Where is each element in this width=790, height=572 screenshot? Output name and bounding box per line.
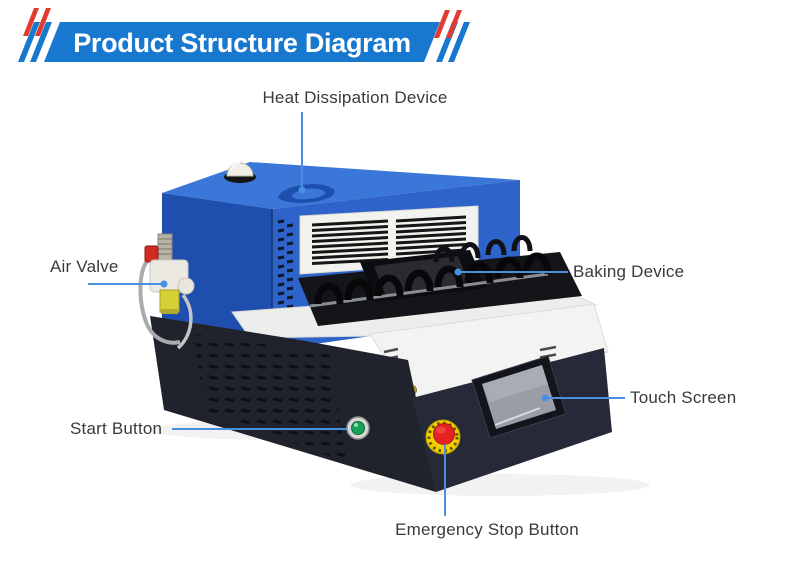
red-slash-left-2 bbox=[35, 8, 51, 36]
leader-dot-touch bbox=[541, 394, 549, 402]
knurl-lines bbox=[158, 238, 172, 255]
label-touch-screen: Touch Screen bbox=[630, 388, 737, 407]
stylus-reflection bbox=[494, 407, 541, 426]
banner-parallelogram bbox=[44, 22, 440, 62]
label-start-button: Start Button bbox=[70, 419, 163, 438]
leader-dot-heat bbox=[298, 186, 306, 194]
leader-dot-air bbox=[160, 280, 168, 288]
label-heat-dissipation-device: Heat Dissipation Device bbox=[262, 88, 448, 107]
filter-cup-cap bbox=[161, 309, 178, 314]
banner-title: Product Structure Diagram bbox=[73, 28, 411, 58]
yellow-filter-cup bbox=[159, 289, 180, 313]
vent-slats-right bbox=[395, 215, 467, 261]
heat-dissipation-dome bbox=[224, 161, 256, 183]
vent-slats-left bbox=[311, 219, 389, 265]
banner-stripe-left-inner bbox=[30, 22, 52, 62]
corner-vent-dashes bbox=[277, 219, 294, 318]
red-slash-right-2 bbox=[446, 10, 462, 38]
banner-stripe-left-outer bbox=[18, 22, 40, 62]
label-air-valve: Air Valve bbox=[50, 257, 119, 276]
baking-clamps-back-row bbox=[433, 235, 533, 263]
air-hose bbox=[138, 256, 181, 345]
base-vent-dashes bbox=[194, 334, 346, 462]
baking-device bbox=[298, 235, 582, 326]
banner: Product Structure Diagram bbox=[18, 8, 470, 62]
baking-clamps bbox=[314, 252, 552, 305]
banner-stripe-right-outer bbox=[448, 22, 470, 62]
leader-lines bbox=[88, 112, 625, 516]
leader-dots bbox=[160, 186, 549, 402]
emergency-stop-button bbox=[425, 419, 461, 455]
red-slash-left-1 bbox=[23, 8, 39, 36]
touch-screen bbox=[471, 355, 567, 439]
label-baking-device: Baking Device bbox=[573, 262, 685, 281]
air-hose-2 bbox=[176, 293, 193, 350]
leader-dot-baking bbox=[454, 268, 462, 276]
label-emergency-stop-button: Emergency Stop Button bbox=[395, 520, 579, 539]
red-slash-right-1 bbox=[434, 10, 450, 38]
start-button bbox=[346, 416, 370, 440]
regulator-elbow bbox=[177, 277, 195, 295]
